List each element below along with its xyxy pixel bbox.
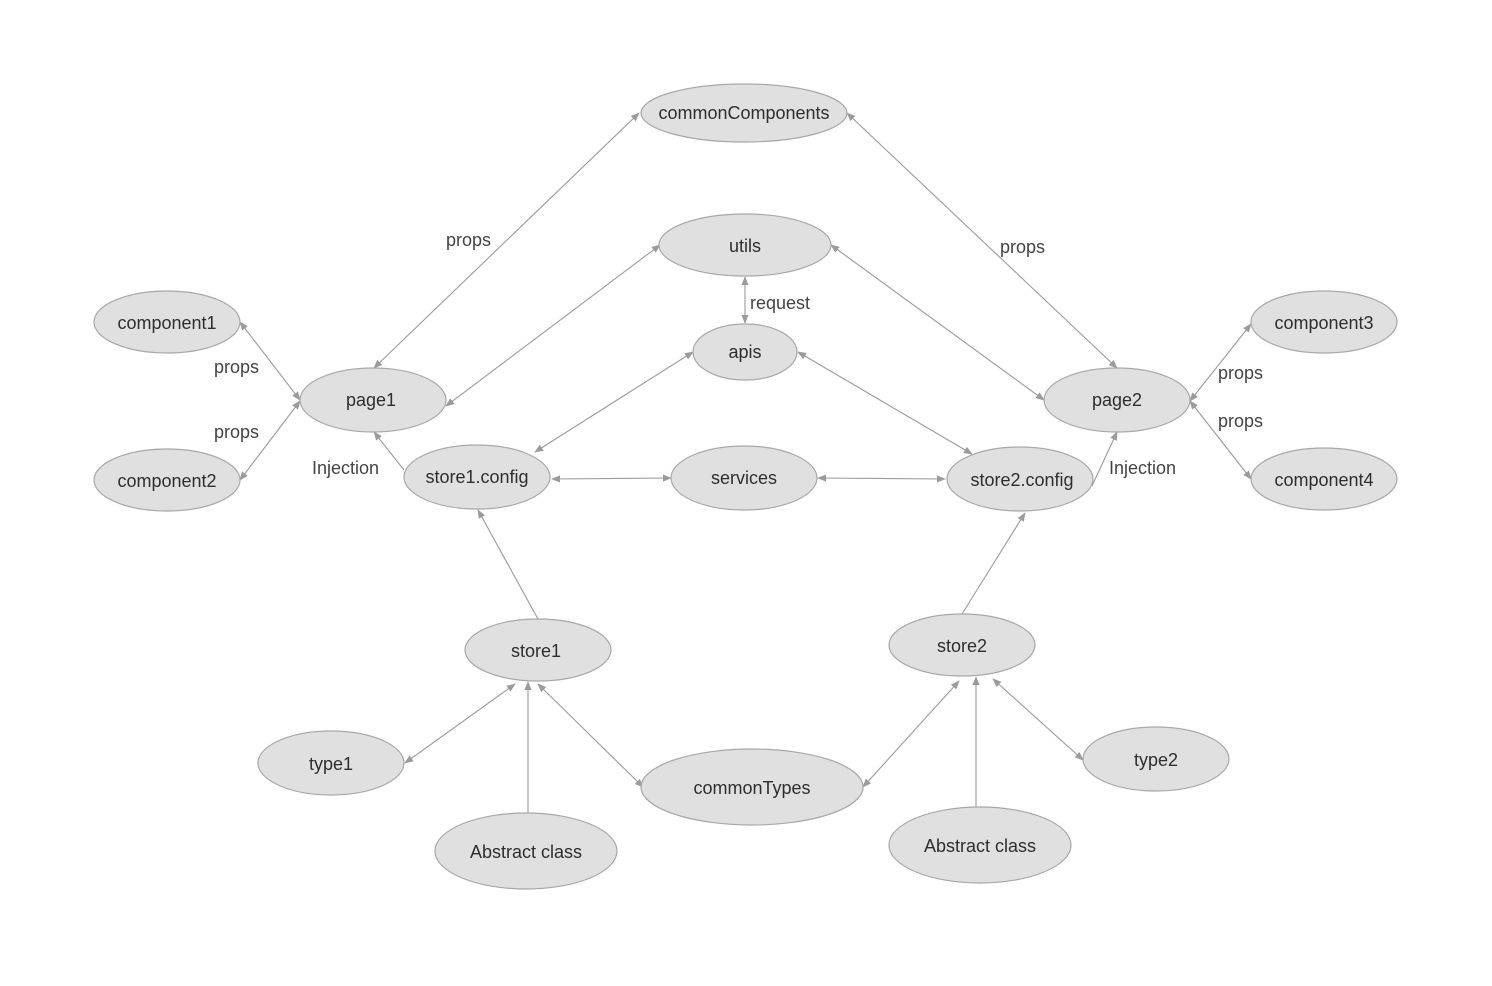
node-store1config[interactable]: store1.config (403, 444, 551, 510)
node-store1[interactable]: store1 (464, 618, 612, 682)
node-label-type1: type1 (309, 754, 353, 774)
edge-type2-store2 (992, 678, 1084, 761)
edge-page1-commonComponents (373, 112, 640, 369)
edge-page1-utils (445, 244, 661, 407)
node-abstract-class-2[interactable]: Abstract class (888, 806, 1072, 884)
edge-component2-page1 (239, 400, 301, 481)
node-label-store1: store1 (511, 641, 561, 661)
edge-store2-store2config (961, 512, 1026, 615)
node-label-utils: utils (729, 236, 761, 256)
node-label-component3: component3 (1274, 313, 1373, 333)
edge-commonTypes-store1 (537, 683, 644, 788)
node-apis[interactable]: apis (692, 323, 798, 381)
node-label-services: services (711, 468, 777, 488)
node-component2[interactable]: component2 (93, 448, 241, 512)
node-type2[interactable]: type2 (1082, 726, 1230, 792)
node-type1[interactable]: type1 (257, 730, 405, 796)
edge-label-props-component3: props (1218, 363, 1263, 383)
node-commonTypes[interactable]: commonTypes (640, 748, 864, 826)
edge-services-store2config (817, 474, 946, 483)
edge-store1config-services (551, 474, 672, 483)
edge-store1config-page1 (373, 431, 405, 471)
node-label-store1config: store1.config (425, 467, 528, 487)
node-label-apis: apis (728, 342, 761, 362)
node-label-store2config: store2.config (970, 470, 1073, 490)
node-page2[interactable]: page2 (1043, 367, 1191, 433)
node-store2config[interactable]: store2.config (946, 446, 1094, 512)
node-component3[interactable]: component3 (1250, 290, 1398, 354)
edge-component4-page2 (1189, 400, 1252, 480)
edge-label-props-page2-common: props (1000, 237, 1045, 257)
node-label-component4: component4 (1274, 470, 1373, 490)
node-page1[interactable]: page1 (299, 367, 447, 433)
node-label-type2: type2 (1134, 750, 1178, 770)
edge-label-request: request (750, 293, 810, 313)
edge-store1-store1config (477, 509, 539, 620)
edge-apis-store2config (797, 351, 973, 455)
edge-labels: props props request props props props pr… (214, 230, 1263, 478)
node-utils[interactable]: utils (658, 213, 832, 277)
edges (239, 112, 1252, 813)
node-services[interactable]: services (670, 445, 818, 511)
node-label-commonComponents: commonComponents (658, 103, 829, 123)
edge-label-props-page1-common: props (446, 230, 491, 250)
node-store2[interactable]: store2 (888, 613, 1036, 677)
node-label-component2: component2 (117, 471, 216, 491)
edge-component3-page2 (1189, 323, 1252, 402)
node-component1[interactable]: component1 (93, 290, 241, 354)
edge-commonTypes-store2 (862, 680, 960, 788)
nodes: commonComponents utils apis services pag… (93, 83, 1398, 890)
edge-page2-utils (830, 244, 1045, 401)
edge-label-props-component1: props (214, 357, 259, 377)
edge-component1-page1 (239, 321, 301, 401)
edge-apis-store1config (534, 351, 694, 453)
edge-label-injection-left: Injection (312, 458, 379, 478)
node-label-abstract-class-1: Abstract class (470, 842, 582, 862)
node-label-commonTypes: commonTypes (693, 778, 810, 798)
node-label-store2: store2 (937, 636, 987, 656)
edge-label-props-component2: props (214, 422, 259, 442)
node-abstract-class-1[interactable]: Abstract class (434, 812, 618, 890)
edge-label-props-component4: props (1218, 411, 1263, 431)
edge-page2-commonComponents (846, 112, 1118, 369)
node-label-page1: page1 (346, 390, 396, 410)
edge-label-injection-right: Injection (1109, 458, 1176, 478)
node-label-component1: component1 (117, 313, 216, 333)
edge-type1-store1 (404, 683, 516, 764)
edge-store2config-page2 (1091, 431, 1118, 487)
node-commonComponents[interactable]: commonComponents (640, 83, 848, 143)
node-component4[interactable]: component4 (1250, 447, 1398, 511)
node-label-abstract-class-2: Abstract class (924, 836, 1036, 856)
node-label-page2: page2 (1092, 390, 1142, 410)
